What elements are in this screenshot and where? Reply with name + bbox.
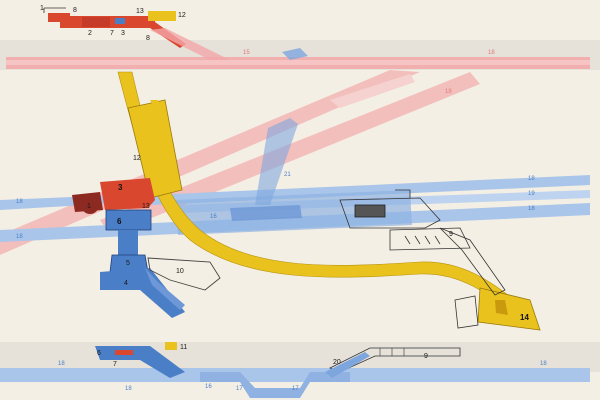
- label-9-main: 9: [449, 231, 453, 238]
- bottom-ground-band: [0, 342, 600, 372]
- label-1-main: 1: [87, 203, 91, 210]
- number-labels: 1 8 2 7 3 13 12 8 18 15 12 3 1 13 6 5 4 …: [16, 5, 547, 392]
- pink-tunnel-c: [330, 74, 415, 108]
- label-3-main: 3: [118, 183, 123, 192]
- label-12-top: 12: [178, 12, 186, 19]
- top-blue-blob: [282, 48, 308, 60]
- label-17-bottom-b: 17: [292, 386, 299, 392]
- blue-block-6: [105, 209, 152, 231]
- red-rotunda: [81, 196, 99, 214]
- label-13-top: 13: [136, 8, 144, 15]
- label-8-top: 8: [73, 7, 77, 14]
- label-9-bottom: 9: [424, 353, 428, 360]
- top-blue-detail: [115, 18, 125, 24]
- label-18-bottom-left: 18: [58, 361, 65, 367]
- label-16-main: 16: [210, 214, 217, 220]
- label-4-main: 4: [124, 280, 128, 287]
- label-2-top: 2: [88, 30, 92, 37]
- top-pink-ramp: [150, 28, 230, 60]
- label-18-right-a: 18: [528, 176, 535, 182]
- blue-block-4: [100, 268, 185, 318]
- blue-passage-21: [255, 118, 298, 205]
- label-18-left-a: 18: [16, 199, 23, 205]
- label-12-main: 12: [133, 155, 141, 162]
- bottom-blue-ramp: [325, 352, 370, 378]
- label-20: 20: [333, 359, 341, 366]
- red-block-3: [100, 178, 155, 210]
- blue-platform-inner: [230, 205, 302, 221]
- top-yellow-block: [148, 11, 176, 21]
- yellow-hall-14-dark: [495, 300, 508, 315]
- label-18-right-b: 18: [528, 206, 535, 212]
- label-10-main: 10: [176, 268, 184, 275]
- yellow-route: [117, 71, 541, 331]
- label-15-top: 15: [243, 50, 250, 56]
- label-18-top: 18: [488, 50, 495, 56]
- label-11: 11: [180, 344, 187, 351]
- red-concourse: [72, 178, 155, 214]
- label-6-bottom: 6: [97, 350, 101, 357]
- bottom-blue-track: [0, 368, 590, 382]
- label-5-main: 5: [126, 260, 130, 267]
- label-3-top: 3: [121, 30, 125, 37]
- label-19-right: 19: [528, 191, 535, 197]
- label-17-bottom-a: 17: [236, 386, 243, 392]
- bottom-red-detail: [115, 350, 133, 355]
- label-21: 21: [284, 172, 291, 178]
- label-16-bottom: 16: [205, 384, 212, 390]
- label-7-top: 7: [110, 30, 114, 37]
- label-6-main: 6: [117, 217, 122, 226]
- label-18-left-b: 18: [16, 234, 23, 240]
- bottom-blue-dip: [200, 372, 350, 398]
- label-1: 1: [40, 5, 44, 12]
- yellow-hall-14: [477, 287, 541, 331]
- label-18-bottom-mid: 18: [125, 386, 132, 392]
- label-13-main: 13: [142, 203, 150, 210]
- yellow-top-stub: [152, 100, 165, 142]
- label-18-bottom-right: 18: [540, 361, 547, 367]
- label-7-bottom: 7: [113, 361, 117, 368]
- blue-stem: [118, 230, 138, 255]
- blue-concourse: [100, 209, 221, 318]
- right-outlines: [339, 189, 506, 329]
- top-red-block: [82, 17, 110, 27]
- passage-10: [147, 257, 221, 291]
- label-18-pink: 18: [445, 89, 452, 95]
- blue-wing: [145, 268, 185, 310]
- top-pink-platform-inner: [6, 60, 590, 65]
- label-8-top-b: 8: [146, 35, 150, 42]
- blue-tracks: [0, 118, 590, 242]
- bottom-elevation: [0, 342, 600, 398]
- top-elevation: [0, 7, 600, 70]
- bottom-yellow-block: [165, 342, 177, 350]
- label-14: 14: [520, 313, 529, 322]
